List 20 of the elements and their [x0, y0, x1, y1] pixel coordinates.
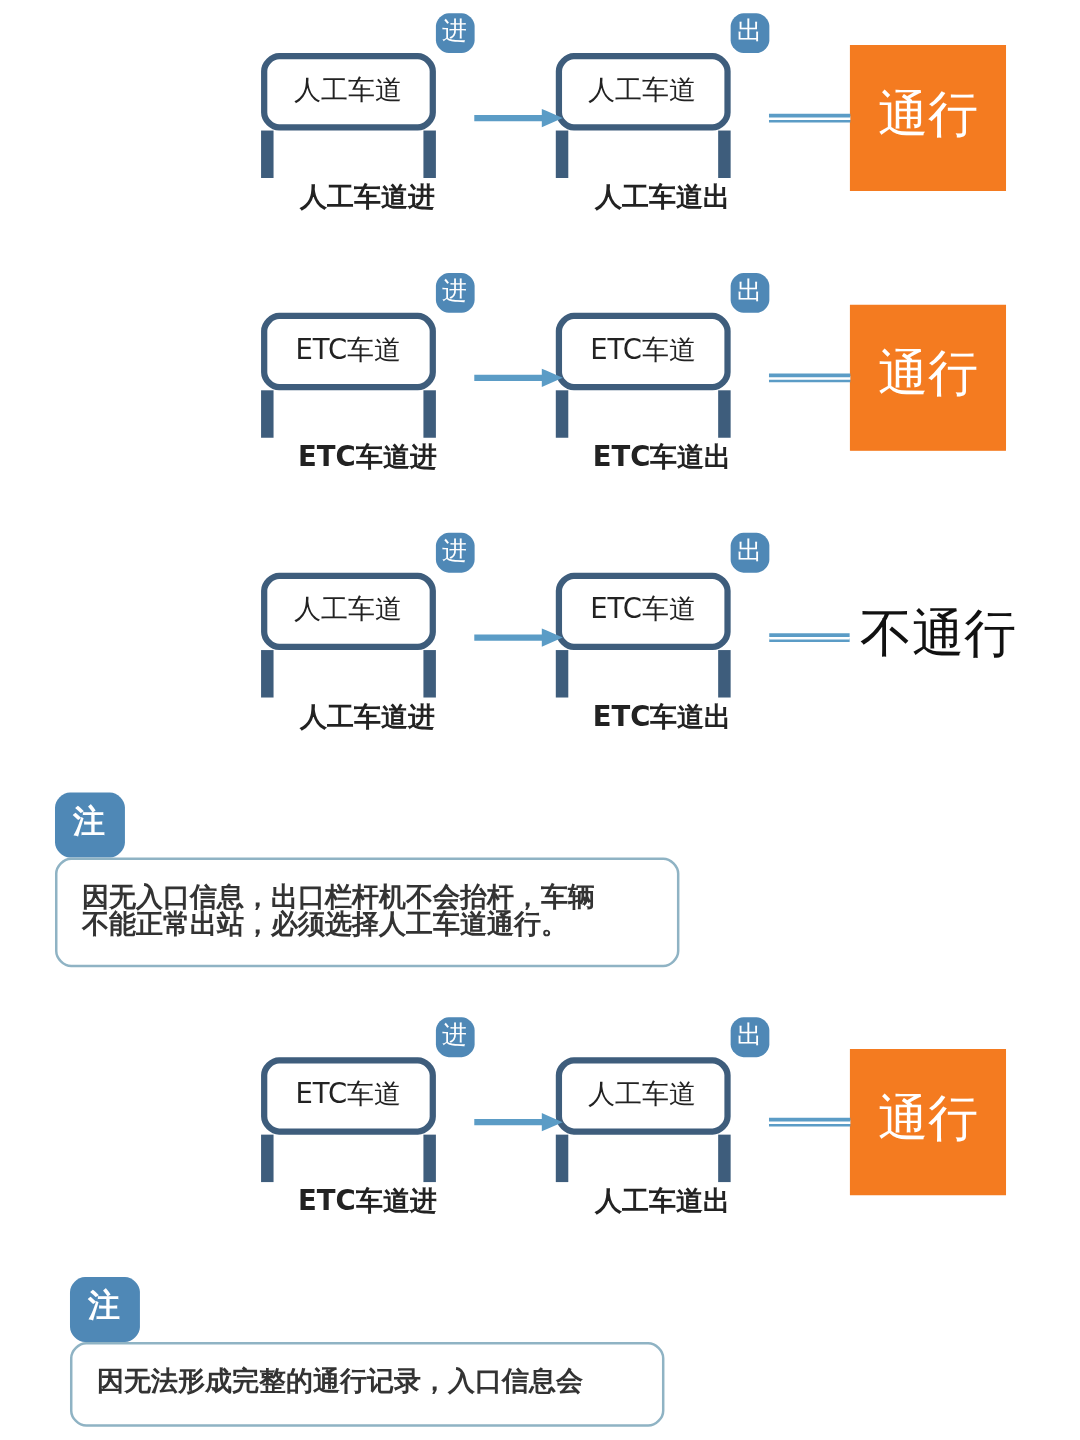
node-box: 通行	[849, 44, 1006, 192]
connector	[768, 373, 850, 383]
connector	[768, 1117, 850, 1127]
node-box: 通行	[849, 1049, 1006, 1196]
node-label: 人工车道出	[594, 181, 730, 213]
connector	[768, 633, 850, 642]
arrow	[473, 108, 563, 128]
node-label: ETC车道出	[592, 440, 731, 472]
node-label: ETC车道进	[297, 1185, 437, 1217]
node-label: ETC车道出	[592, 700, 731, 732]
node-box: 通行	[849, 304, 1006, 451]
connector	[768, 113, 850, 123]
arrow	[473, 628, 563, 647]
node-label: 人工车道进	[299, 181, 435, 213]
node-label: ETC车道进	[297, 440, 437, 472]
node-label: 人工车道出	[594, 1185, 730, 1217]
arrow	[473, 1113, 563, 1132]
arrow	[473, 368, 563, 387]
node-text: 不通行	[859, 601, 1016, 663]
node-label: 人工车道进	[299, 700, 435, 732]
